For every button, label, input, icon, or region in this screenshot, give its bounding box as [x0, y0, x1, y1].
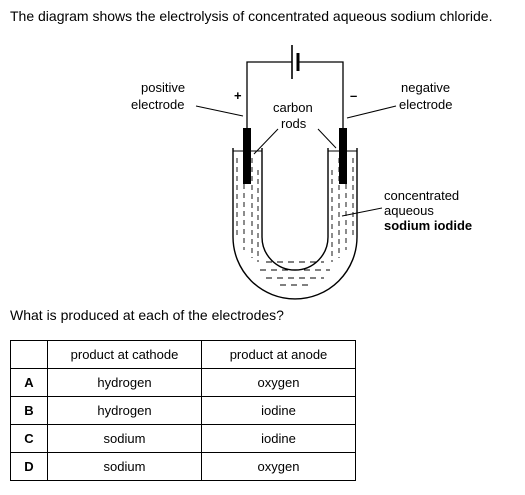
- positive-label-line1: positive: [141, 80, 185, 95]
- answer-table: product at cathode product at anode A hy…: [10, 340, 356, 481]
- anode-product: iodine: [201, 424, 356, 453]
- anode-product: iodine: [201, 396, 356, 425]
- positive-electrode: [243, 128, 251, 184]
- solution-label-line1: concentrated: [384, 188, 459, 203]
- u-tube-outer-wall: [232, 148, 358, 300]
- circuit-wires: [246, 61, 344, 128]
- solution-label-line3: sodium iodide: [384, 218, 472, 233]
- negative-label-line2: electrode: [399, 97, 452, 112]
- table-row: B hydrogen iodine: [10, 396, 356, 425]
- label-leaders: [195, 105, 397, 217]
- question-text: What is produced at each of the electrod…: [10, 307, 284, 323]
- option-letter: C: [10, 424, 48, 453]
- positive-sign: +: [234, 88, 242, 103]
- solution-label-line2: aqueous: [384, 203, 434, 218]
- table-row: A hydrogen oxygen: [10, 368, 356, 397]
- leader-positive: [195, 105, 244, 117]
- positive-label-line2: electrode: [131, 97, 184, 112]
- negative-sign: –: [350, 88, 357, 103]
- solution-liquid: [236, 158, 354, 286]
- table-header-cathode: product at cathode: [47, 340, 202, 369]
- carbon-label-line2: rods: [281, 116, 307, 131]
- negative-electrode: [339, 128, 347, 184]
- option-letter: D: [10, 452, 48, 481]
- leader-negative: [346, 105, 397, 119]
- intro-text: The diagram shows the electrolysis of co…: [10, 8, 493, 24]
- anode-product: oxygen: [201, 452, 356, 481]
- cathode-product: sodium: [47, 424, 202, 453]
- carbon-label-line1: carbon: [273, 100, 313, 115]
- negative-label-line1: negative: [401, 80, 450, 95]
- table-row: C sodium iodine: [10, 424, 356, 453]
- table-row: D sodium oxygen: [10, 452, 356, 481]
- anode-product: oxygen: [201, 368, 356, 397]
- cathode-product: hydrogen: [47, 396, 202, 425]
- leader-solution: [341, 207, 383, 217]
- leader-carbon-right: [317, 128, 337, 149]
- table-header-letter: [10, 340, 48, 369]
- wire-left: [246, 61, 292, 128]
- leader-carbon-left: [253, 128, 279, 155]
- table-header-anode: product at anode: [201, 340, 356, 369]
- cathode-product: hydrogen: [47, 368, 202, 397]
- wire-right: [298, 61, 344, 128]
- table-header-row: product at cathode product at anode: [10, 340, 356, 369]
- cathode-product: sodium: [47, 452, 202, 481]
- option-letter: B: [10, 396, 48, 425]
- option-letter: A: [10, 368, 48, 397]
- u-tube-inner-wall: [261, 148, 329, 271]
- electrolysis-diagram: + – positive electrode negative electrod…: [131, 45, 472, 300]
- battery-cell: [291, 45, 300, 79]
